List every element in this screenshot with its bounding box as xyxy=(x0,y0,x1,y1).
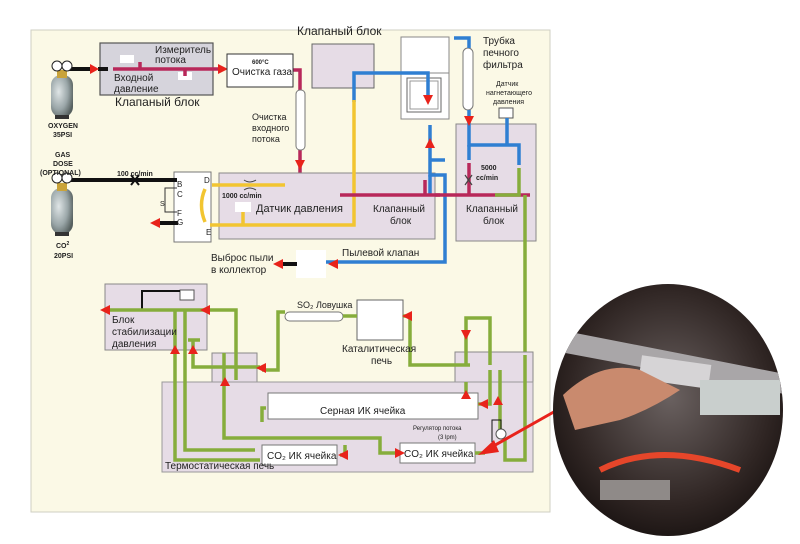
inlet-clean-label-2: входного xyxy=(252,123,289,133)
sulfur-ir-cell-box xyxy=(267,392,479,420)
flow-100-label: 100 cc/min xyxy=(117,171,153,178)
valve-block-top xyxy=(311,43,375,89)
dust-out-label: Выброс пыли xyxy=(211,252,274,264)
gas-dose-label-2: DOSE xyxy=(53,161,73,168)
regulator-label: Регулятор потока xyxy=(413,426,462,432)
co2-ir-cell-left-box xyxy=(261,444,338,466)
discharge-pressure-sensor xyxy=(498,107,514,119)
flow-meter-label-2: потока xyxy=(155,55,186,66)
arrow-icon xyxy=(425,138,435,148)
sulfur-cell-label: Серная ИК ячейка xyxy=(320,406,406,417)
sample-line xyxy=(199,100,356,227)
valve-block-right-label-2: блок xyxy=(483,215,505,227)
furnace-filter-label: Трубка xyxy=(483,35,515,47)
port-f: F xyxy=(177,209,182,218)
inlet-pressure-label: Входной xyxy=(114,73,153,84)
co2-cylinder-icon xyxy=(51,172,73,236)
port-b: B xyxy=(177,180,182,189)
port-g: G xyxy=(177,218,183,227)
dust-valve-label: Пылевой клапан xyxy=(342,248,419,259)
discharge-sensor-label: Датчик xyxy=(496,81,519,88)
port-d: D xyxy=(204,176,210,185)
flow-regulator-icon xyxy=(495,428,507,440)
flow-5000-label: 5000 xyxy=(481,165,497,172)
valve-block-top-label: Клапаный блок xyxy=(297,24,382,38)
furnace xyxy=(400,36,450,120)
co2-label: CO2 xyxy=(56,241,70,250)
flow-5000-label-2: cc/min xyxy=(476,175,498,182)
co2-pressure-label: 20PSI xyxy=(54,253,73,260)
arrow-icon xyxy=(150,218,160,228)
oxygen-cylinder-icon xyxy=(51,60,73,119)
port-e: E xyxy=(206,228,211,237)
gas-purify-box xyxy=(226,53,294,88)
pointer-arrow-head xyxy=(478,440,499,455)
so2-trap-icon xyxy=(284,311,344,322)
photo-inset xyxy=(553,284,783,536)
regulator-bypass xyxy=(491,419,502,442)
port-switch-box xyxy=(173,171,212,243)
regulator-label-2: (3 lpm) xyxy=(438,435,457,441)
furnace-filter-label-3: фильтра xyxy=(483,59,523,71)
gas-dose-label: GAS xyxy=(55,152,71,159)
valve-block-mid-label-2: блок xyxy=(390,215,412,227)
stabilizer-valve xyxy=(179,289,195,301)
needle-valve-icon xyxy=(130,174,140,186)
inlet-clean-label: Очистка xyxy=(252,112,286,122)
discharge-sensor-label-3: давления xyxy=(493,99,524,106)
dust-out-label-2: в коллектор xyxy=(211,265,267,276)
pressure-sensor xyxy=(235,202,251,212)
stabilizer-bypass xyxy=(141,290,180,310)
arrow-icon xyxy=(273,259,283,269)
arrow-icon xyxy=(423,95,433,105)
labels: Измеритель потока Входной давление Клапа… xyxy=(40,24,532,472)
gas-dose-label-3: (OPTIONAL) xyxy=(40,170,81,177)
arrow-icon xyxy=(328,259,338,269)
arrow-icon xyxy=(90,64,99,74)
furnace-filter-tube-icon xyxy=(462,47,474,111)
inlet-clean-tube-icon xyxy=(295,89,306,151)
flow-arrows xyxy=(100,305,503,460)
arrow-icon xyxy=(464,116,474,126)
co2-cell-right-label: CO₂ ИК ячейка xyxy=(404,449,474,460)
so2-trap-label: SO₂ Ловушка xyxy=(297,300,352,310)
arrow-icon xyxy=(295,160,305,170)
catalytic-label-2: печь xyxy=(371,356,392,367)
inlet-clean-label-3: потока xyxy=(252,134,280,144)
flow-meter-label: Измеритель xyxy=(155,45,211,56)
oxygen-label: OXYGEN xyxy=(48,123,78,130)
valve-block-mid-label: Клапанный xyxy=(373,204,425,215)
valve-block-label: Клапаный блок xyxy=(115,95,200,109)
arrow-icon xyxy=(218,64,228,74)
pressure-sensor-label: Датчик давления xyxy=(256,203,343,215)
co2-cell-left-label: CO₂ ИК ячейка xyxy=(267,451,337,462)
port-c: C xyxy=(177,190,183,199)
dust-valve-box xyxy=(296,250,326,278)
restrictor-icon xyxy=(464,174,473,186)
port-s: S xyxy=(160,201,165,208)
thermostatic-oven-label: Термостатическая печь xyxy=(165,461,274,472)
oxygen-pressure-label: 35PSI xyxy=(53,132,72,139)
stabilizer-label-2: стабилизации xyxy=(112,326,177,338)
gas-purify-label: Очистка газа xyxy=(232,67,293,78)
catalytic-label: Каталитическая xyxy=(342,344,416,355)
connector-block-right xyxy=(454,351,534,383)
stabilizer-label: Блок xyxy=(112,315,135,326)
stabilizer-label-3: давления xyxy=(112,339,156,350)
blue-line xyxy=(305,36,521,264)
valve-block-right-label: Клапанный xyxy=(466,204,518,215)
bypass-loop xyxy=(164,187,177,213)
discharge-sensor-label-2: нагнетающего xyxy=(486,90,532,97)
restrictor-icon xyxy=(243,179,257,191)
gas-purify-temp: 600°C xyxy=(252,60,269,66)
flow-1000-label: 1000 cc/min xyxy=(222,193,262,200)
catalytic-furnace-box xyxy=(356,299,404,341)
inlet-pressure-label-2: давление xyxy=(114,84,159,95)
furnace-filter-label-2: печного xyxy=(483,48,519,59)
